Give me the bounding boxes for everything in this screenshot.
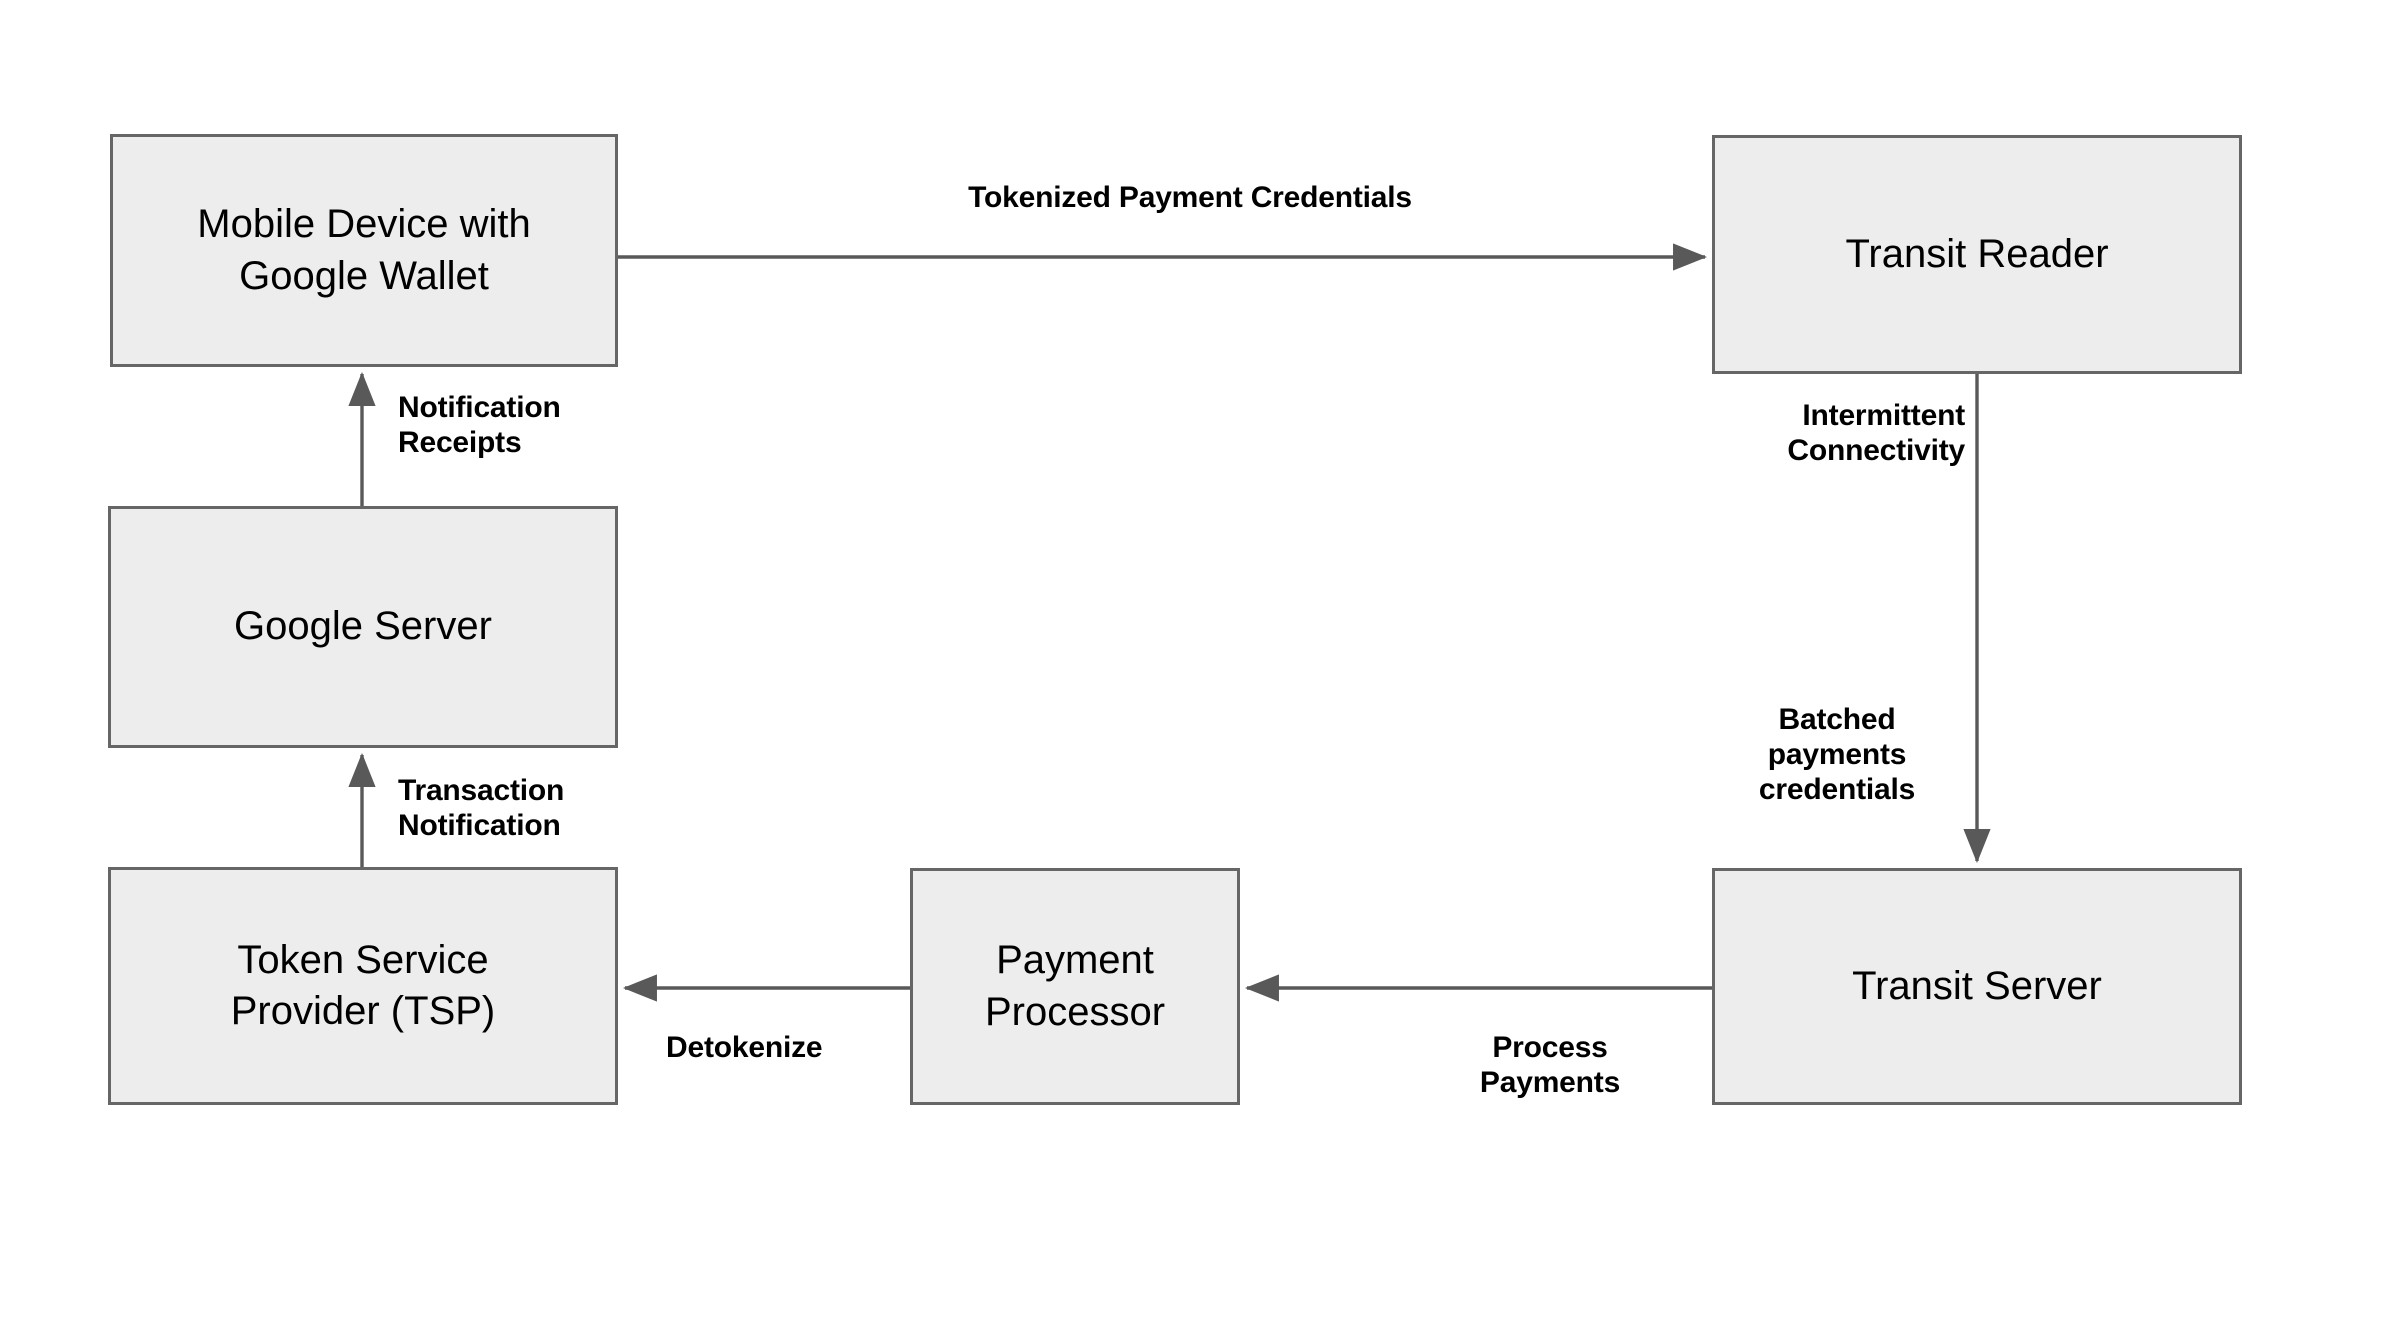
edge-label-transaction-notification: Transaction Notification [398, 774, 565, 843]
edge-label-notification-receipts: Notification Receipts [398, 391, 561, 460]
node-mobile-device-label: Mobile Device with Google Wallet [197, 202, 531, 298]
edge-label-tokenized-payment-credentials: Tokenized Payment Credentials [968, 181, 1412, 214]
edge-label-intermittent-connectivity: Intermittent Connectivity [1787, 399, 1965, 468]
node-google-server-label: Google Server [234, 604, 492, 649]
edge-label-process-payments: Process Payments [1479, 1031, 1621, 1100]
node-transit-reader[interactable]: Transit Reader [1712, 135, 2242, 374]
edge-label-detokenize: Detokenize [666, 1031, 823, 1064]
node-transit-server-label: Transit Server [1852, 963, 2102, 1008]
node-google-server[interactable]: Google Server [108, 506, 618, 748]
edge-label-batched-payments-credentials: Batched payments credentials [1758, 703, 1916, 807]
node-token-service-provider[interactable]: Token Service Provider (TSP) [108, 867, 618, 1105]
node-transit-server[interactable]: Transit Server [1712, 868, 2242, 1105]
node-payment-processor-label: Payment Processor [984, 938, 1166, 1034]
node-mobile-device[interactable]: Mobile Device with Google Wallet [110, 134, 618, 367]
node-transit-reader-label: Transit Reader [1845, 231, 2109, 276]
node-payment-processor[interactable]: Payment Processor [910, 868, 1240, 1105]
node-token-service-provider-label: Token Service Provider (TSP) [230, 937, 496, 1033]
